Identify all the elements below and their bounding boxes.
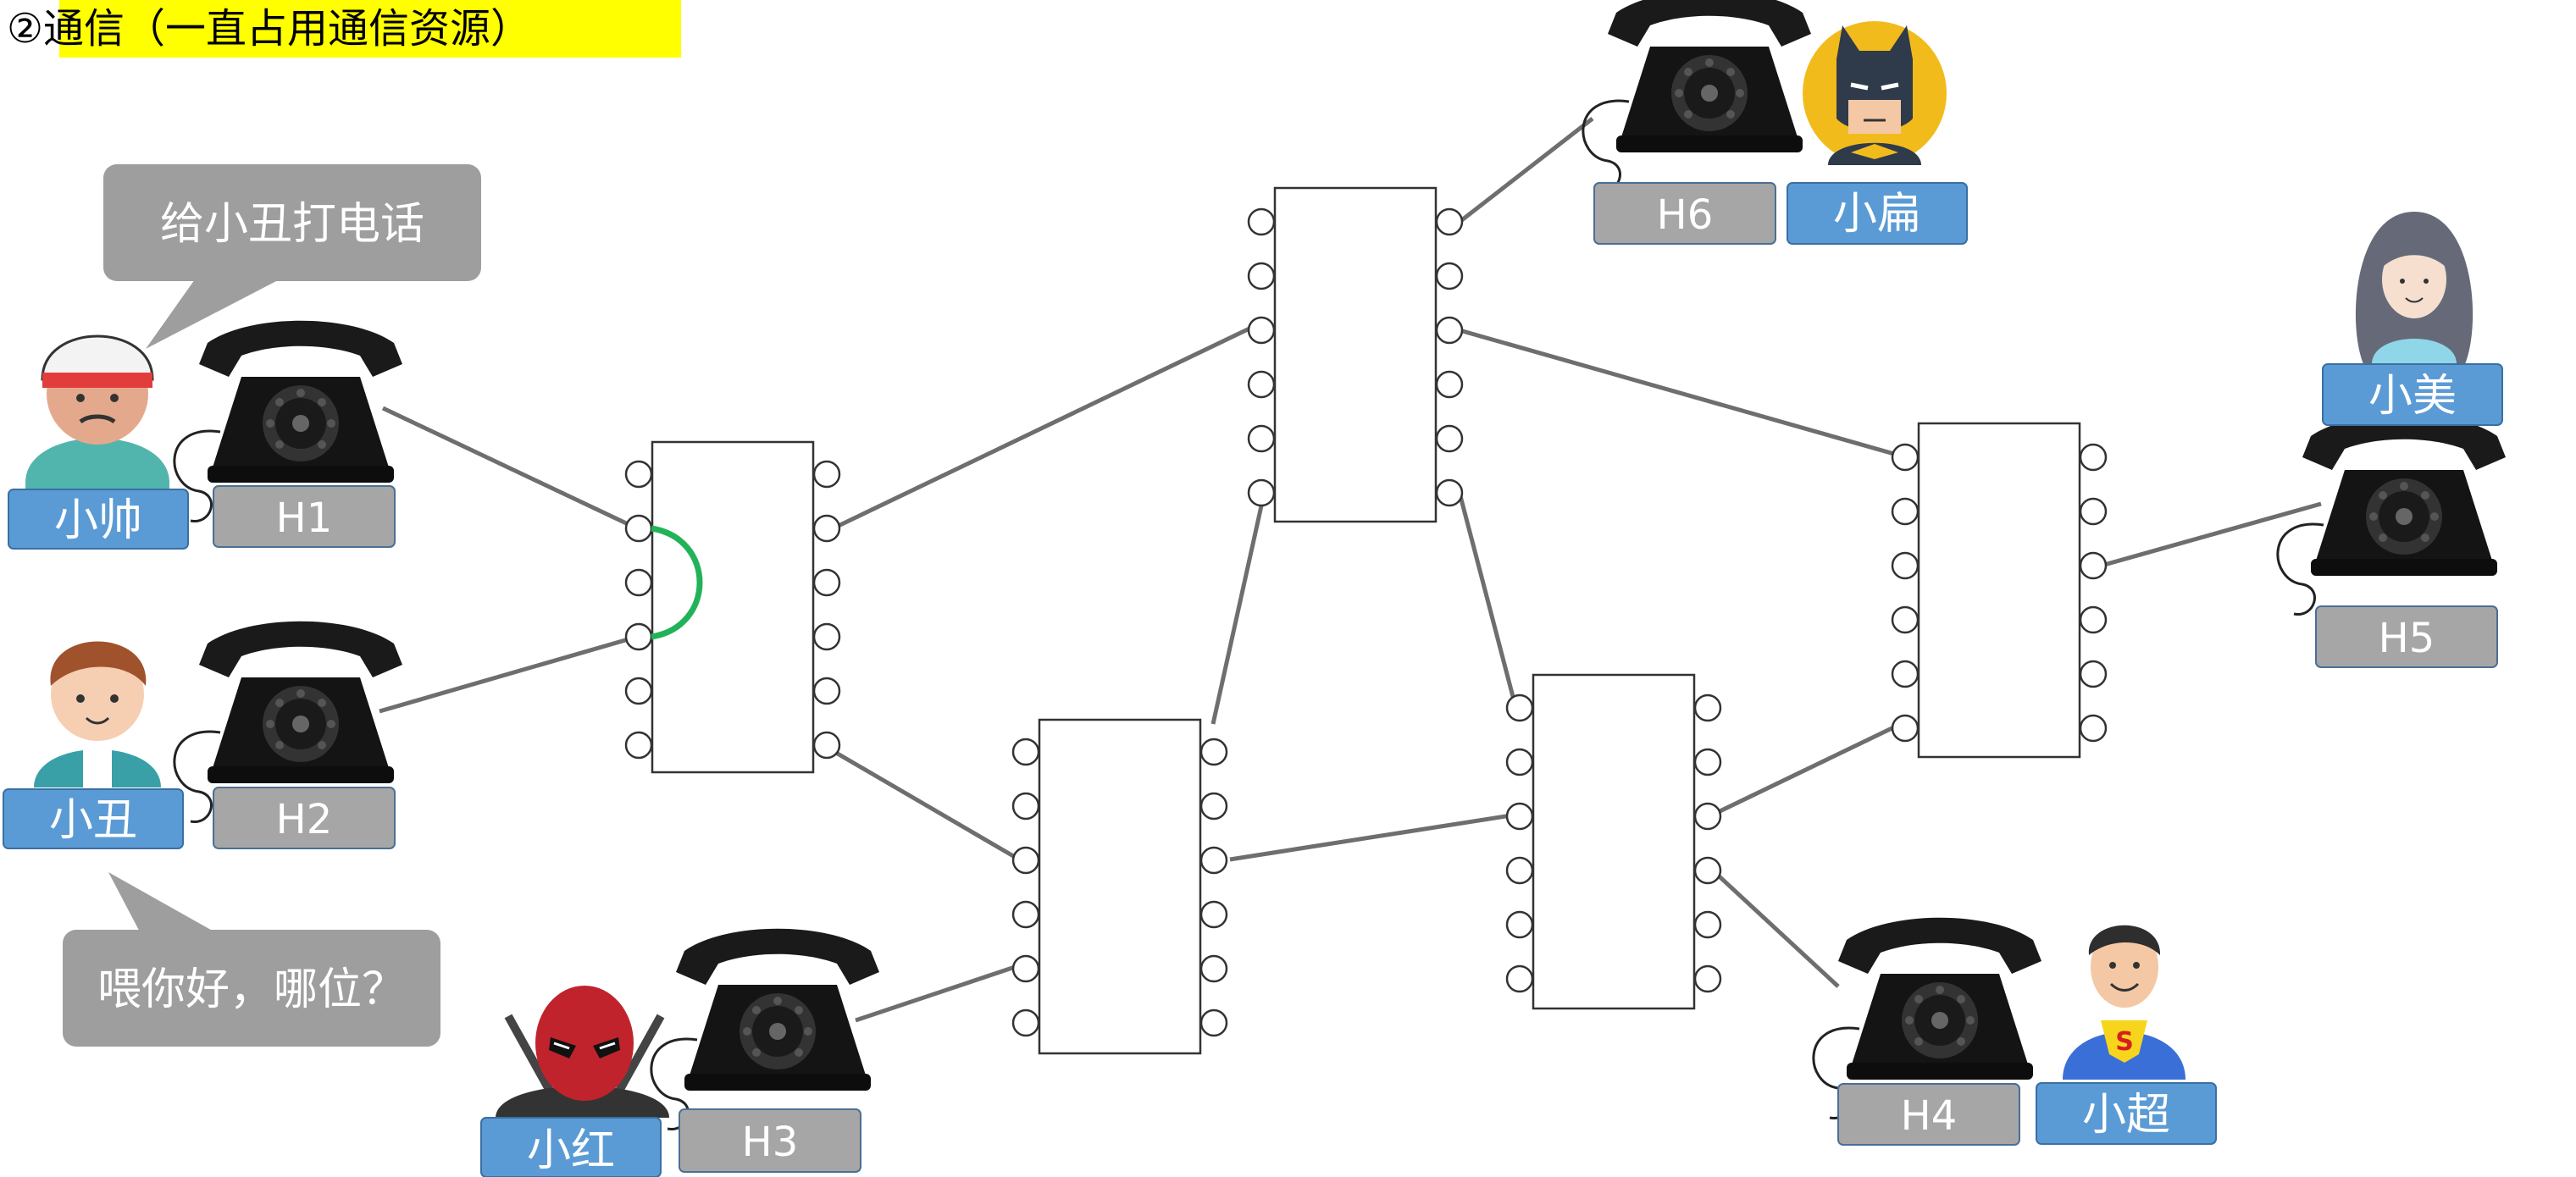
links: [379, 117, 2322, 1023]
name-label-xiaochou: 小丑: [3, 788, 184, 849]
phone-text: H1: [276, 495, 333, 542]
phone-label-h5: H5: [2315, 605, 2498, 668]
svg-text:S: S: [2115, 1027, 2134, 1057]
deadpool-avatar-icon: [496, 986, 669, 1118]
callee-speech-bubble: 喂你好，哪位？: [63, 872, 440, 1047]
name-label-xiaochao: 小超: [2036, 1082, 2217, 1145]
name-text: 小丑: [49, 795, 137, 846]
active-circuit-arc: [651, 525, 703, 640]
phone-label-h6: H6: [1593, 182, 1776, 245]
phone-text: H6: [1657, 191, 1714, 239]
name-text: 小美: [2368, 371, 2457, 422]
batman-avatar-icon: [1803, 21, 1947, 165]
caller-bubble-text: 给小丑打电话: [160, 199, 424, 250]
page-title: ②通信（一直占用通信资源）: [7, 5, 531, 52]
name-text: 小红: [527, 1125, 615, 1176]
boy-hoodie-avatar-icon: [34, 641, 161, 787]
name-text: 小扁: [1833, 189, 1921, 240]
switch-2: [1247, 186, 1464, 523]
name-label-xiaohong: 小红: [480, 1117, 662, 1177]
telephone-icon: [2276, 412, 2507, 616]
phone-text: H4: [1901, 1092, 1958, 1140]
switch-3: [1011, 718, 1228, 1055]
phone-text: H5: [2379, 615, 2435, 662]
phone-label-h1: H1: [213, 485, 396, 548]
phone-label-h2: H2: [213, 787, 396, 849]
phone-text: H3: [742, 1119, 799, 1166]
caller-speech-bubble: 给小丑打电话: [103, 164, 481, 349]
girl-avatar-icon: [2355, 212, 2474, 364]
phone-label-h4: H4: [1837, 1083, 2020, 1146]
name-text: 小帅: [54, 495, 142, 546]
superman-avatar-icon: S: [2063, 925, 2185, 1080]
name-text: 小超: [2082, 1090, 2170, 1141]
name-label-xiaomei: 小美: [2322, 363, 2503, 426]
switch-4: [1505, 673, 1722, 1010]
switch-1: [624, 440, 841, 774]
switch-5: [1891, 422, 2108, 759]
phone-label-h3: H3: [679, 1108, 861, 1173]
name-label-xiaoshuai: 小帅: [8, 489, 189, 550]
boy-cap-avatar-icon: [25, 334, 169, 489]
name-label-xiaobian: 小扁: [1787, 182, 1968, 245]
title-highlight: [59, 0, 681, 58]
telephone-icon: [650, 927, 881, 1130]
phone-text: H2: [276, 796, 333, 843]
telephone-icon: [1582, 0, 1813, 192]
callee-bubble-text: 喂你好，哪位？: [97, 964, 406, 1015]
